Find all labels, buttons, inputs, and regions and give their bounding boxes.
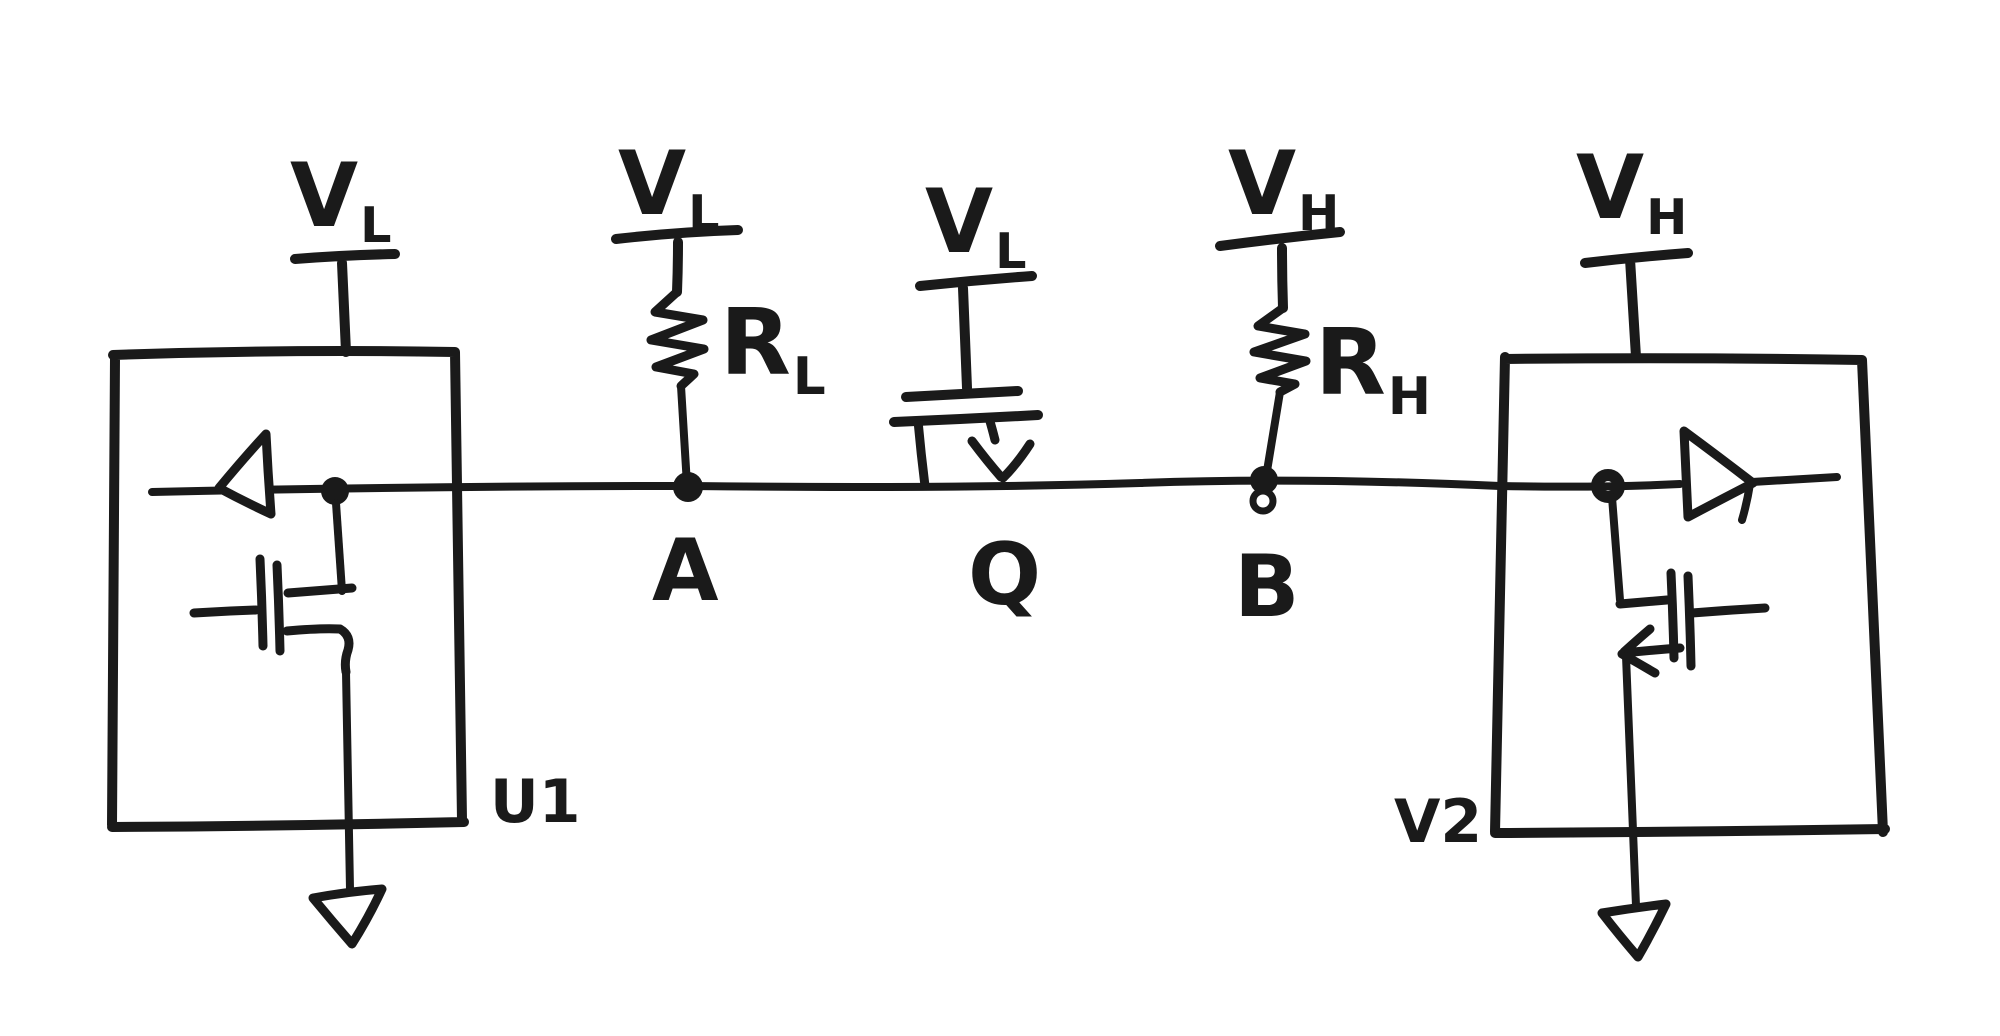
left-source-wire [342, 668, 354, 893]
label-vl-gate-q: VL [925, 170, 1027, 280]
label-vl-pullup-a-sub: L [688, 184, 719, 242]
right-box-power-rail-icon [1580, 248, 1693, 362]
pass-transistor-q [889, 271, 1043, 491]
rh-resistor-icon [1249, 303, 1311, 397]
label-vh-pullup-b-sub: H [1298, 184, 1339, 242]
pullup-rh [1215, 227, 1345, 515]
label-vl-left-box: VL [290, 144, 392, 254]
rh-power-rail-icon [1215, 227, 1345, 313]
label-ic-left: U1 [490, 767, 580, 837]
label-rh-base: R [1315, 309, 1386, 416]
left-mosfet-drain-bar [283, 583, 357, 598]
label-vh-right-box-sub: H [1646, 188, 1687, 246]
node-b-dot [1250, 466, 1278, 494]
label-vl-left-box-base: V [290, 144, 358, 247]
label-transistor-q: Q [968, 525, 1041, 625]
label-rl-base: R [720, 289, 791, 396]
left-box-outline [107, 346, 469, 832]
main-wire-right-stub [1748, 473, 1841, 486]
label-vl-pullup-a-base: V [618, 132, 686, 235]
label-rh-sub: H [1388, 367, 1431, 427]
label-rl-sub: L [793, 347, 826, 407]
rl-power-rail-icon [611, 225, 743, 297]
label-vh-pullup-b-base: V [1228, 132, 1296, 235]
right-buffer-triangle-icon [1679, 426, 1758, 522]
q-channel-plate [889, 410, 1043, 427]
label-vl-pullup-a: VL [618, 132, 720, 242]
right-mosfet-icon [1615, 568, 1770, 678]
left-ic-box [107, 249, 469, 949]
q-drain-arrow-icon [967, 413, 1035, 483]
left-box-junction-dot [321, 477, 349, 505]
rh-to-node-b-wire [1262, 388, 1284, 481]
left-mosfet-gate-lead [189, 605, 261, 618]
left-box-power-rail-icon [290, 249, 400, 357]
label-vl-gate-q-base: V [925, 170, 993, 273]
node-a-dot [673, 472, 703, 502]
right-mosfet-gate-lead [1687, 603, 1770, 618]
left-ground-icon [308, 884, 387, 949]
main-wire [148, 476, 1684, 496]
right-ground-icon [1597, 899, 1671, 962]
right-source-wire [1622, 652, 1640, 910]
right-box-drop-wire [1608, 493, 1624, 604]
left-mosfet-source-bar [282, 624, 354, 677]
left-mosfet-icon [189, 554, 357, 677]
rl-resistor-icon [646, 287, 709, 391]
right-mosfet-drain-bar [1615, 595, 1672, 609]
label-node-b: B [1234, 537, 1300, 637]
label-vl-left-box-sub: L [360, 196, 391, 254]
right-buffer-tip-flick [1738, 480, 1754, 524]
label-ic-right: V2 [1394, 787, 1482, 857]
label-vh-pullup-b: VH [1228, 132, 1339, 242]
label-vl-gate-q-sub: L [995, 222, 1026, 280]
rl-to-node-a-wire [677, 382, 691, 489]
pullup-rl [611, 225, 743, 502]
label-vh-right-box-base: V [1576, 136, 1644, 239]
q-gate-plate [901, 386, 1023, 402]
node-b-ring [1249, 487, 1277, 515]
q-source-drop [913, 416, 930, 491]
q-power-rail-icon [915, 271, 1037, 393]
label-node-a: A [652, 521, 719, 621]
left-buffer-triangle-icon [214, 429, 276, 519]
right-ic-box [1490, 248, 1890, 962]
right-box-outline [1490, 352, 1890, 838]
left-box-drop-wire [332, 499, 346, 595]
label-rl: RL [720, 289, 826, 407]
left-mosfet-plates [255, 554, 285, 656]
label-vh-right-box: VH [1576, 136, 1687, 246]
label-rh: RH [1315, 309, 1431, 427]
